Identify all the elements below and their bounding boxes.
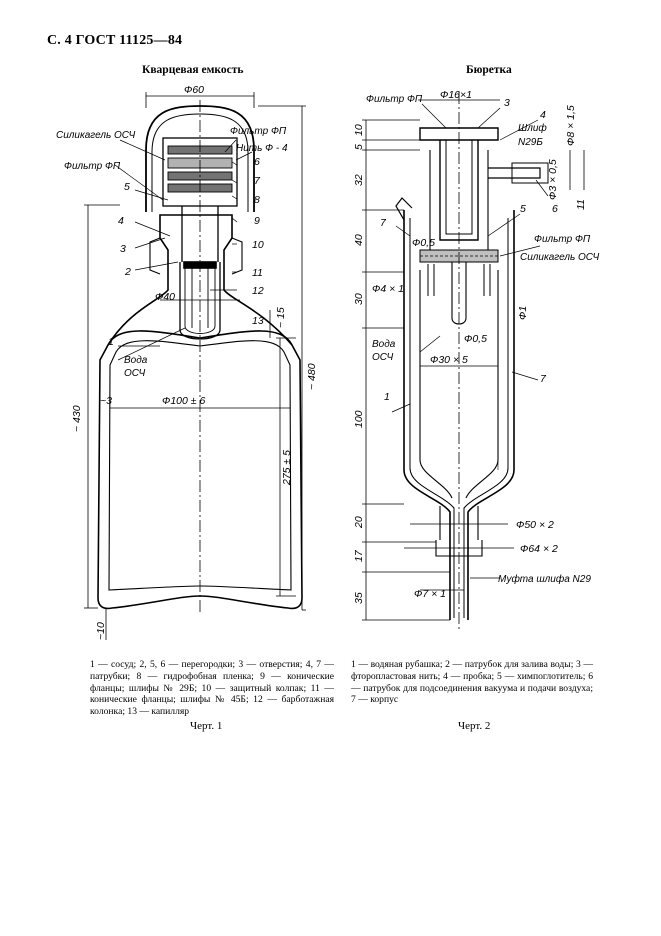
dim-approx15: ~ 15 bbox=[275, 307, 287, 328]
callout-f2-4: 4 bbox=[540, 109, 546, 121]
dim-32: 32 bbox=[353, 174, 365, 186]
dim-100: 100 bbox=[353, 410, 365, 428]
label-silicagel-2: Силикагель ОСЧ bbox=[520, 252, 600, 263]
callout-8: 8 bbox=[254, 194, 260, 206]
label-osch: ОСЧ bbox=[124, 368, 146, 379]
callout-7: 7 bbox=[254, 175, 261, 187]
dim-40: 40 bbox=[353, 234, 365, 246]
dim-phi40: Ф40 bbox=[155, 291, 175, 303]
figure2-drawing bbox=[362, 92, 585, 630]
label-voda: Вода bbox=[124, 355, 148, 366]
dim-phi05-top: Ф0,5 bbox=[412, 237, 435, 249]
dim-approx430: ~ 430 bbox=[71, 405, 83, 432]
callout-f2-7a: 7 bbox=[380, 217, 387, 229]
dim-35: 35 bbox=[353, 592, 365, 604]
dim-phi50: Ф50 × 2 bbox=[516, 519, 554, 531]
callout-f2-6: 6 bbox=[552, 203, 558, 215]
label-filter-right: Фильтр ФП bbox=[230, 126, 287, 137]
callout-6: 6 bbox=[254, 156, 260, 168]
label-filter-left: Фильтр ФП bbox=[64, 161, 121, 172]
dim-11: 11 bbox=[575, 199, 587, 210]
callout-10: 10 bbox=[252, 239, 264, 251]
dim-phi16: Ф16×1 bbox=[440, 89, 472, 101]
figure2-legend: 1 — водяная рубашка; 2 — патрубок для за… bbox=[351, 659, 593, 706]
dim-phi100: Ф100 ± 6 bbox=[162, 395, 205, 407]
label-n29b: N29Б bbox=[518, 137, 543, 148]
label-filter-mid: Фильтр ФП bbox=[534, 234, 591, 245]
figure2-caption: Черт. 2 bbox=[458, 720, 491, 732]
callout-4: 4 bbox=[118, 215, 124, 227]
figure2-annotations: Фильтр ФП Ф16×1 Шлиф N29Б Ф0,5 Ф8 × 1,5 … bbox=[353, 89, 600, 604]
callout-12: 12 bbox=[252, 285, 264, 297]
label-shlif: Шлиф bbox=[518, 122, 547, 134]
dim-17: 17 bbox=[353, 549, 365, 562]
dim-phi4: Ф4 × 1 bbox=[372, 283, 404, 295]
dim-approx3: ~3 bbox=[100, 395, 112, 407]
dim-30: 30 bbox=[353, 293, 365, 305]
figure1-annotations: Ф60 Силикагель ОСЧ Фильтр ФП Нить Ф - 4 … bbox=[56, 84, 318, 640]
dim-5: 5 bbox=[353, 144, 365, 150]
callout-f2-5: 5 bbox=[520, 203, 526, 215]
callout-9: 9 bbox=[254, 215, 260, 227]
dim-phi64: Ф64 × 2 bbox=[520, 543, 558, 555]
dim-phi30: Ф30 × 5 bbox=[430, 354, 468, 366]
figure1-caption: Черт. 1 bbox=[190, 720, 223, 732]
dim-10: 10 bbox=[353, 124, 365, 136]
callout-f2-1: 1 bbox=[384, 391, 390, 403]
page-header: С. 4 ГОСТ 11125—84 bbox=[47, 33, 183, 48]
dim-phi60: Ф60 bbox=[184, 84, 204, 96]
dim-phi05-mid: Ф0,5 bbox=[464, 333, 487, 345]
dim-approx480: ~ 480 bbox=[306, 363, 318, 390]
dim-phi7: Ф7 × 1 bbox=[414, 588, 446, 600]
callout-11: 11 bbox=[252, 267, 263, 279]
dim-phi8: Ф8 × 1,5 bbox=[565, 105, 577, 146]
dim-approx10: ~10 bbox=[95, 622, 107, 640]
callout-5: 5 bbox=[124, 181, 130, 193]
label-voda-2: Вода bbox=[372, 339, 396, 350]
label-silicagel: Силикагель ОСЧ bbox=[56, 130, 136, 141]
figure1-title: Кварцевая емкость bbox=[142, 64, 244, 76]
label-nit: Нить Ф - 4 bbox=[236, 143, 288, 154]
callout-13: 13 bbox=[252, 315, 264, 327]
callout-3: 3 bbox=[120, 243, 126, 255]
figure1-drawing bbox=[84, 92, 306, 640]
dim-275: 275 ± 5 bbox=[281, 450, 293, 486]
callout-1: 1 bbox=[108, 336, 114, 348]
callout-f2-3: 3 bbox=[504, 97, 510, 109]
label-filter-top: Фильтр ФП bbox=[366, 94, 423, 105]
dim-20: 20 bbox=[353, 516, 365, 529]
callout-f2-7b: 7 bbox=[540, 373, 547, 385]
figure1-legend: 1 — сосуд; 2, 5, 6 — перегородки; 3 — от… bbox=[90, 659, 334, 718]
label-osch-2: ОСЧ bbox=[372, 352, 394, 363]
dim-phi1: Ф1 bbox=[517, 306, 529, 320]
dim-phi3: Ф3 × 0,5 bbox=[547, 159, 559, 200]
figure2-title: Бюретка bbox=[466, 64, 512, 76]
label-mufta: Муфта шлифа N29 bbox=[498, 573, 591, 585]
callout-2: 2 bbox=[124, 266, 131, 278]
